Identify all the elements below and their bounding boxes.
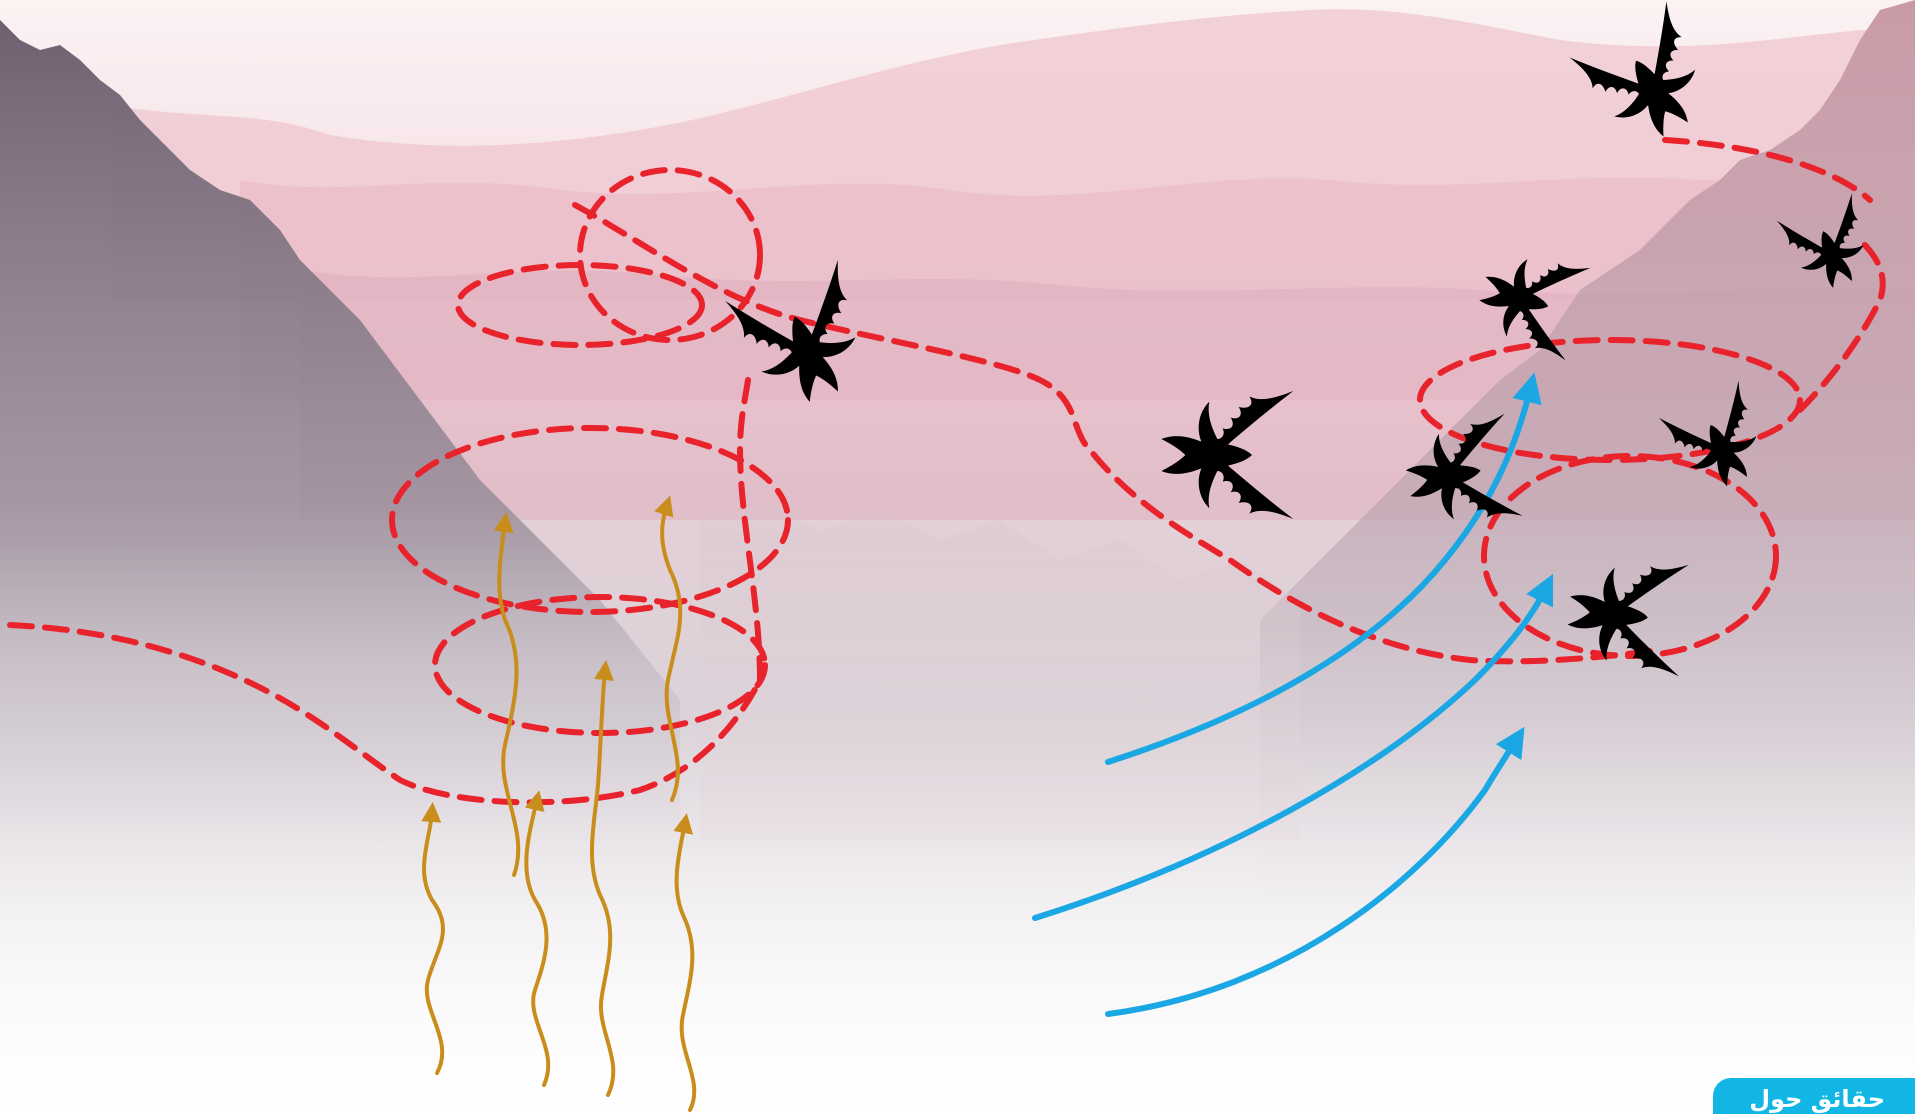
ground-fog bbox=[0, 500, 1915, 1114]
facts-badge: حقائق حول bbox=[1713, 1078, 1915, 1114]
